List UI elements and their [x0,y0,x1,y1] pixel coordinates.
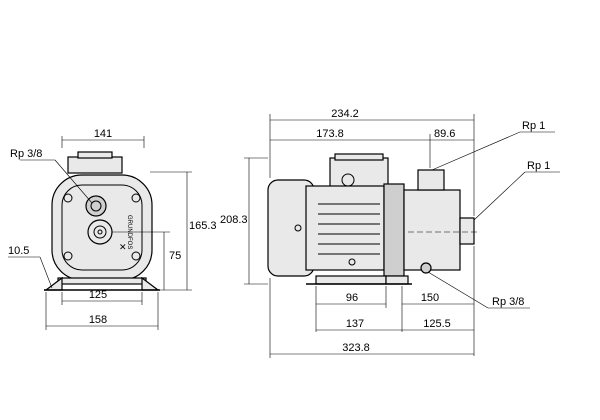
front-view: GRUNDFOS ✕ 141 165.3 75 10.5 125 [8,128,217,330]
dim-side-lower-left: 137 [346,318,364,330]
dim-front-foot-outer: 158 [89,314,107,326]
side-pump-chamber [403,189,461,271]
front-port-label: Rp 3/8 [10,148,42,160]
side-top-port [417,169,445,191]
dim-side-total-length: 323.8 [342,342,370,354]
dim-side-overall-top: 234.2 [331,108,359,120]
side-bolt [294,224,302,232]
dim-front-foot-offset: 10.5 [8,245,29,257]
front-bolt-br [131,251,141,261]
front-bolt-bl [63,251,73,261]
front-terminal-box [67,156,123,174]
side-motor-body [305,185,385,271]
front-port-upper-inner [90,200,102,212]
front-terminal-cap [77,151,113,159]
side-drain-plug [420,262,432,274]
front-shaft-centre [97,229,103,235]
dim-front-foot-inner: 125 [89,289,107,301]
side-foot-right [385,275,409,285]
front-logo-mark: ✕ [119,242,127,252]
front-shaft [93,225,107,239]
dim-front-shaft-height: 75 [169,250,181,262]
dim-side-base-left: 96 [346,292,358,304]
front-shaft-housing [87,219,113,245]
dim-side-lower-right: 125.5 [423,318,451,330]
dim-front-top: 141 [94,128,112,140]
front-port-upper [85,195,107,217]
side-foot-left [315,275,387,285]
side-terminal-cap [334,153,384,161]
dim-side-base-right: 150 [421,292,439,304]
front-foot-right [141,276,160,291]
side-outlet-port [459,217,475,245]
front-feet-base [57,277,147,285]
front-bolt-tr [131,193,141,203]
dim-side-top-right: 89.6 [434,128,455,140]
side-drain-label: Rp 3/8 [492,296,524,308]
side-view: 234.2 173.8 89.6 208.3 96 150 137 125.5 … [220,108,560,358]
dim-side-top-mid: 173.8 [316,128,344,140]
front-pump-face [61,184,143,271]
front-bolt-tl [63,193,73,203]
side-nameplate-screw [348,258,356,266]
dim-front-height: 165.3 [189,220,217,232]
side-port-side-label: Rp 1 [527,160,550,172]
front-port-leader [54,159,93,204]
front-foot-left [44,276,63,291]
side-port-top-label: Rp 1 [522,120,545,132]
side-flange [383,183,405,277]
dim-side-height: 208.3 [220,214,248,226]
